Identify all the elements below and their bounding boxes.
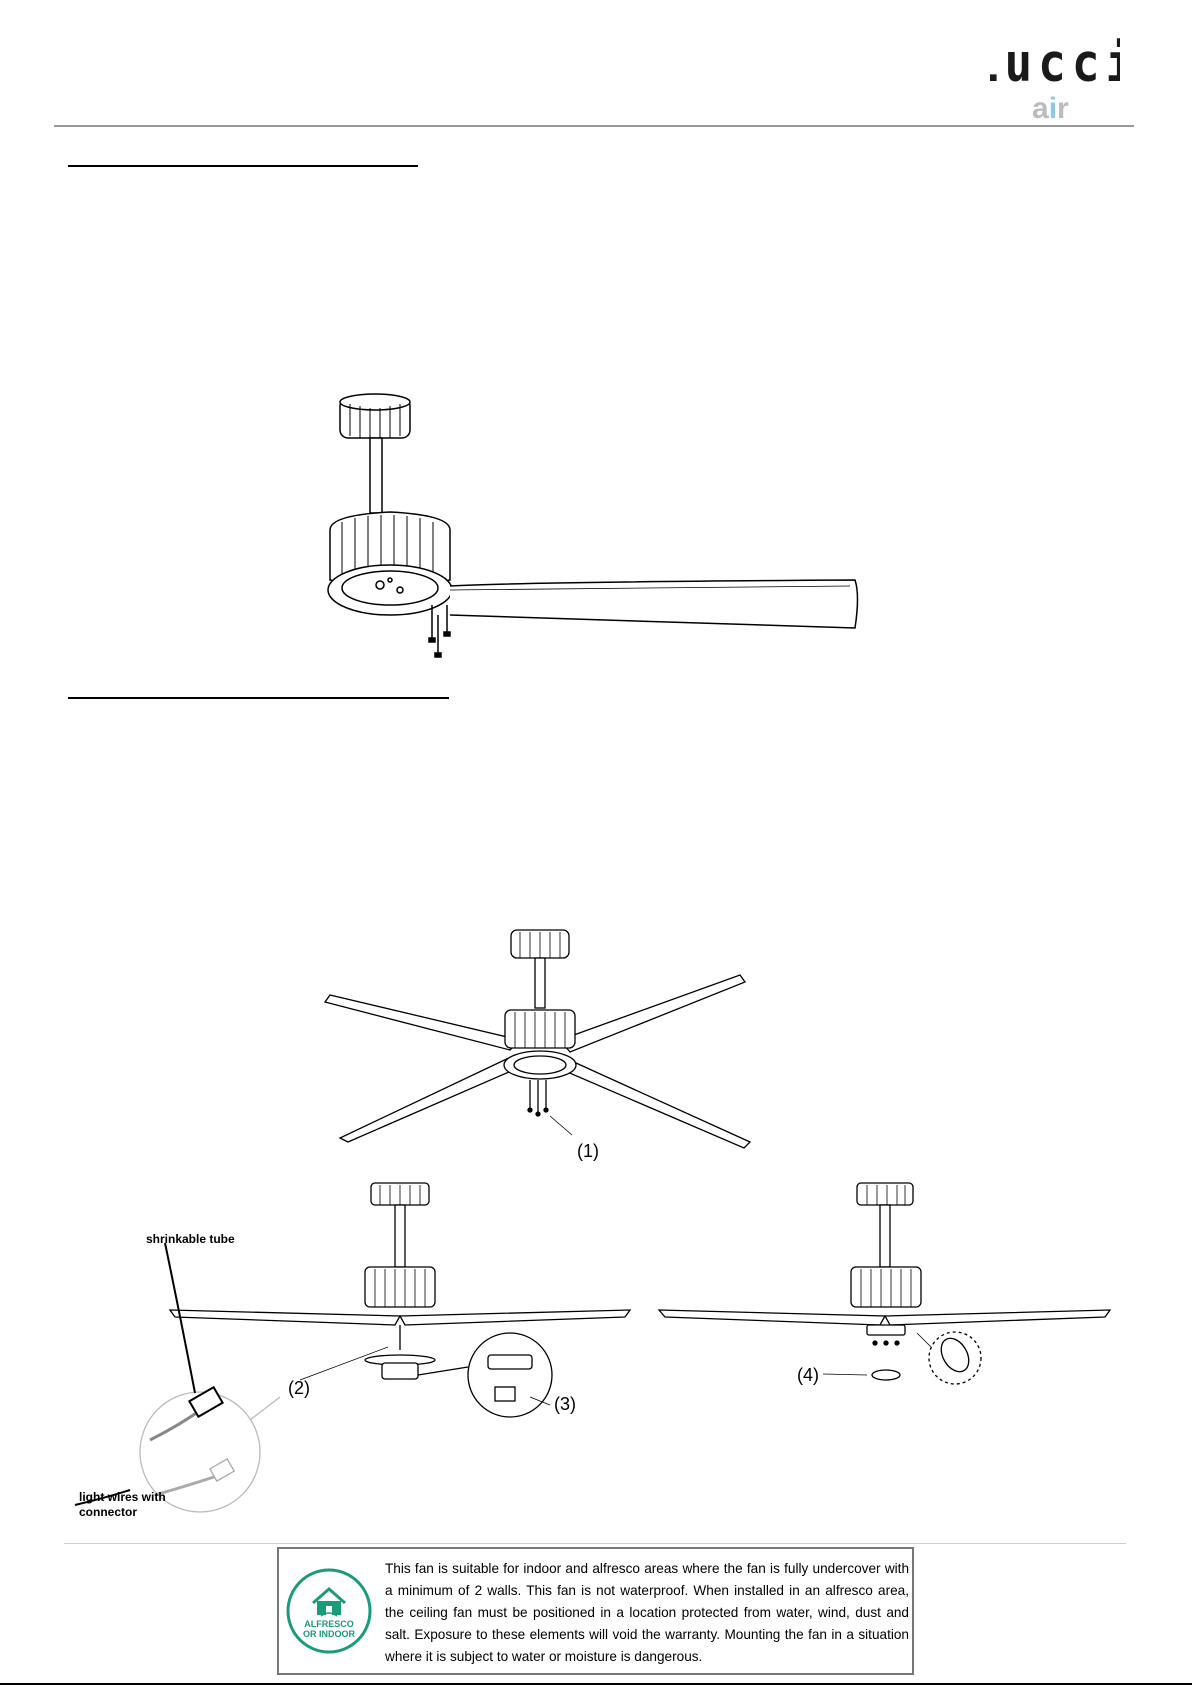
label-light-wires: light wires with: [79, 1490, 166, 1504]
brand-name: Lucci: [990, 34, 1120, 94]
light-wiring-figure: (3) (2) shrinkable tube light wires with…: [74, 1182, 632, 1519]
badge-line-1: ALFRESCO: [304, 1619, 354, 1629]
badge-line-2: OR INDOOR: [303, 1629, 356, 1639]
section-2-rule: [68, 697, 449, 699]
notice-text: This fan is suitable for indoor and alfr…: [385, 1561, 909, 1664]
callout-2: (2): [288, 1378, 310, 1398]
label-connector: connector: [79, 1505, 137, 1519]
footer-divider: [64, 1543, 1126, 1544]
callout-4: (4): [797, 1365, 819, 1385]
alfresco-badge-icon: ALFRESCO OR INDOOR: [286, 1568, 372, 1654]
callout-3: (3): [554, 1394, 576, 1414]
callout-1: (1): [577, 1141, 599, 1161]
brand-sub: air: [1032, 92, 1069, 124]
brand-logo: Lucci air: [990, 34, 1120, 124]
bottom-border: [0, 1683, 1192, 1685]
cover-cap-figure: (4): [657, 1182, 1112, 1385]
section-1-rule: [68, 165, 418, 167]
header-divider: [54, 125, 1134, 127]
label-shrinkable-tube: shrinkable tube: [146, 1232, 235, 1246]
alfresco-notice-box: [277, 1547, 914, 1675]
fan-blade-figure: [327, 393, 859, 658]
four-blade-fan-figure: (1): [323, 929, 752, 1161]
